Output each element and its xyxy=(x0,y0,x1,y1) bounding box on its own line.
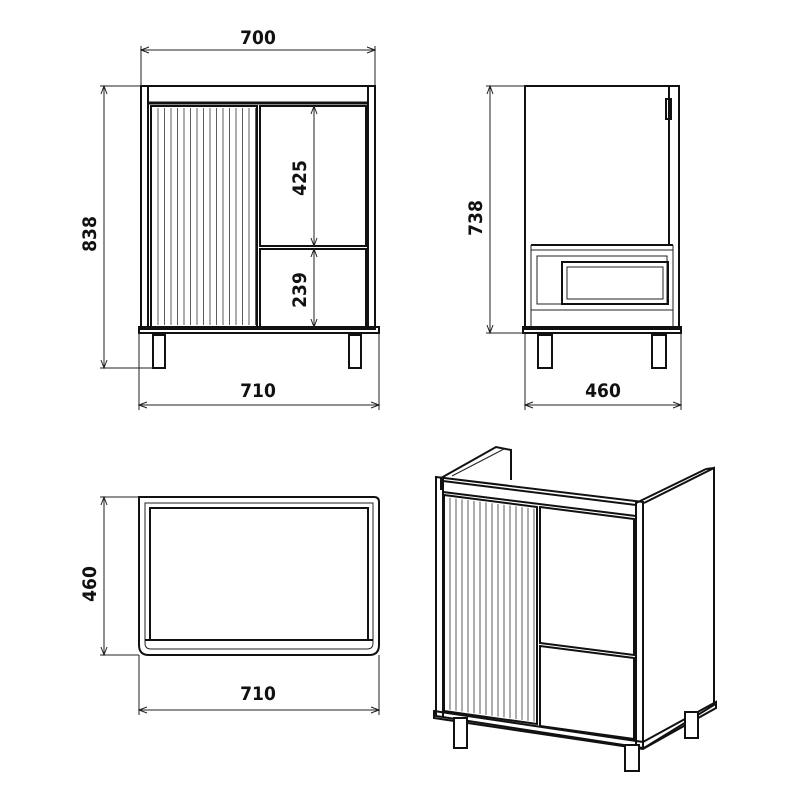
dim-arrow xyxy=(370,401,381,409)
dim-arrow xyxy=(370,706,381,714)
side-drawer-inner xyxy=(536,255,668,305)
dim-arrow xyxy=(310,104,318,115)
dim-label-plan-depth: 460 xyxy=(79,566,101,602)
dim-label-upper-section: 425 xyxy=(289,160,311,196)
side-view: 738 460 xyxy=(465,84,683,410)
iso-left-back-panel xyxy=(440,445,512,480)
plan-opening xyxy=(149,507,369,641)
front-right-leg xyxy=(348,334,362,369)
side-drawer-box xyxy=(530,249,674,311)
dim-arrow xyxy=(366,46,377,54)
dim-arrow xyxy=(100,646,108,657)
dim-arrow xyxy=(672,401,683,409)
isometric-view xyxy=(433,445,717,772)
iso-fluted-door xyxy=(443,493,538,726)
dim-arrow xyxy=(310,318,318,329)
side-drawer-panel-inner xyxy=(566,266,664,300)
dim-arrow xyxy=(100,84,108,95)
side-panel-outline xyxy=(524,85,680,330)
front-plinth xyxy=(138,326,380,334)
iso-right-side-panel xyxy=(643,466,715,749)
dim-label-plan-width: 710 xyxy=(240,683,276,705)
front-view: 700 838 425 239 710 xyxy=(79,27,381,410)
dim-arrow xyxy=(100,495,108,506)
iso-right-top-edge xyxy=(635,468,707,504)
dim-arrow xyxy=(137,401,148,409)
iso-door-flutes xyxy=(449,497,535,722)
dim-arrow xyxy=(486,84,494,95)
iso-front-right-leg xyxy=(624,744,640,772)
iso-right-top-corner xyxy=(705,467,715,470)
upper-drawer-front xyxy=(259,105,367,247)
side-plinth xyxy=(522,326,682,334)
iso-lower-drawer-front xyxy=(539,644,635,741)
side-right-leg xyxy=(651,334,667,369)
iso-back-right-leg xyxy=(684,711,699,739)
iso-top-rail-upper xyxy=(442,480,637,506)
dim-arrow xyxy=(100,359,108,370)
dim-arrow xyxy=(523,401,534,409)
dim-arrow xyxy=(137,706,148,714)
iso-front-left-leg xyxy=(453,717,468,749)
iso-inner-back-edge xyxy=(451,448,505,477)
plan-inner-outline xyxy=(144,502,374,650)
dim-arrow xyxy=(486,324,494,335)
side-handle xyxy=(665,98,672,120)
door-flutes xyxy=(157,108,256,325)
dim-label-side-height: 738 xyxy=(465,200,487,236)
dim-arrow xyxy=(310,247,318,258)
side-left-leg xyxy=(537,334,553,369)
dim-label-top-width: 700 xyxy=(240,27,276,49)
side-drawer-panel xyxy=(561,261,669,305)
iso-plinth xyxy=(433,700,717,751)
plan-view: 460 710 xyxy=(79,495,381,715)
dim-label-height: 838 xyxy=(79,216,101,252)
lower-drawer-front xyxy=(259,248,367,328)
iso-top-rail-lower xyxy=(442,491,637,517)
dim-label-base-width: 710 xyxy=(240,380,276,402)
plan-outline xyxy=(138,496,380,656)
dim-arrow xyxy=(310,237,318,248)
iso-upper-drawer-front xyxy=(539,505,635,657)
front-carcass-outline xyxy=(140,85,376,330)
fluted-door xyxy=(150,105,258,328)
dim-label-side-depth: 460 xyxy=(585,380,621,402)
dim-label-lower-section: 239 xyxy=(289,272,311,308)
dim-arrow xyxy=(139,46,150,54)
front-left-leg xyxy=(152,334,166,369)
